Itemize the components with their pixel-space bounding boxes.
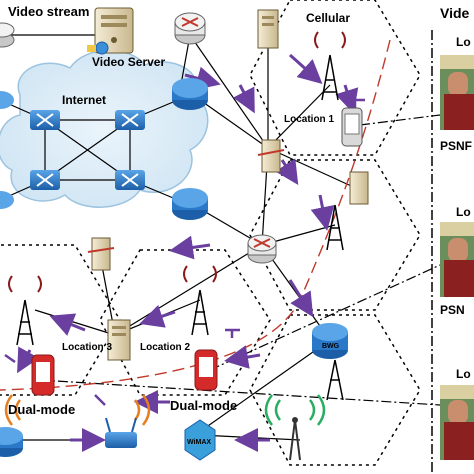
- router-icon: [172, 78, 208, 110]
- gateway-left: [87, 237, 115, 271]
- router-icon: [0, 91, 14, 109]
- video-thumbnails: [440, 55, 474, 460]
- video-frame-bot: [440, 385, 474, 460]
- wifi-access-point: [105, 417, 137, 448]
- switch-icon: [115, 110, 145, 130]
- wimax-station: [184, 419, 216, 461]
- bwg-cell: [249, 314, 421, 466]
- left-cell: [0, 244, 121, 396]
- switch-icon: [30, 110, 60, 130]
- router-left: [0, 22, 15, 48]
- switch-icon: [30, 170, 60, 190]
- video-server-label: Video Server: [92, 55, 165, 69]
- tower-icon: [8, 275, 42, 346]
- internet-cloud: [0, 49, 209, 208]
- panel-psnr-mid: PSN: [440, 303, 465, 317]
- video-flow-arrows: [17, 53, 359, 452]
- router-mid: [247, 234, 277, 264]
- cell-borders: [0, 0, 421, 466]
- dual-mode-left-label: Dual-mode: [8, 402, 75, 417]
- mid-cell: [249, 159, 421, 311]
- globe-icon: [95, 41, 109, 55]
- panel-location-bot: Lo: [456, 367, 471, 381]
- tower-icon: [314, 31, 346, 101]
- dual-mode-right-label: Dual-mode: [170, 398, 237, 413]
- router-top: [174, 12, 206, 45]
- gateway-cellular: [257, 9, 279, 49]
- cell-towers: [8, 31, 346, 401]
- mobile-location1: [341, 107, 363, 147]
- tower-icon: [326, 204, 344, 251]
- center-cell: [99, 249, 271, 396]
- video-server: [87, 7, 134, 55]
- bwg-node: [312, 323, 348, 359]
- router-bottom-left: [0, 427, 23, 457]
- gateway-access: [107, 319, 131, 361]
- wimax-label: WiMAX: [187, 439, 211, 446]
- video-frame-mid: [440, 222, 474, 297]
- switch-icon: [115, 170, 145, 190]
- tower-icon: [183, 265, 217, 336]
- internet-switches: [0, 78, 208, 220]
- mobile-location3: [31, 354, 55, 396]
- wimax-antenna: [289, 417, 301, 461]
- gateway-right: [349, 171, 369, 205]
- location2-label: Location 2: [140, 342, 190, 353]
- cellular-label: Cellular: [306, 11, 350, 25]
- mobile-location2: [194, 349, 218, 391]
- folder-icon: [87, 45, 96, 52]
- location1-label: Location 1: [284, 114, 334, 125]
- gateways: [87, 9, 369, 361]
- gateway-core: [257, 139, 285, 173]
- video-stream-label: Video stream: [8, 4, 89, 19]
- router-icon: [172, 188, 208, 220]
- panel-location-top: Lo: [456, 35, 471, 49]
- panel-title: Vide: [440, 5, 470, 21]
- tower-icon: [326, 359, 344, 401]
- video-frame-top: [440, 55, 474, 130]
- handover-markers: [4, 98, 365, 406]
- router-icon: [0, 191, 14, 209]
- video-panel: Vide Lo Lo Lo PSNF PSN: [431, 5, 472, 474]
- internet-label: Internet: [62, 93, 106, 107]
- location3-label: Location 3: [62, 342, 112, 353]
- panel-psnr-top: PSNF: [440, 139, 472, 153]
- bwg-label: BWG: [322, 343, 340, 350]
- panel-location-mid: Lo: [456, 205, 471, 219]
